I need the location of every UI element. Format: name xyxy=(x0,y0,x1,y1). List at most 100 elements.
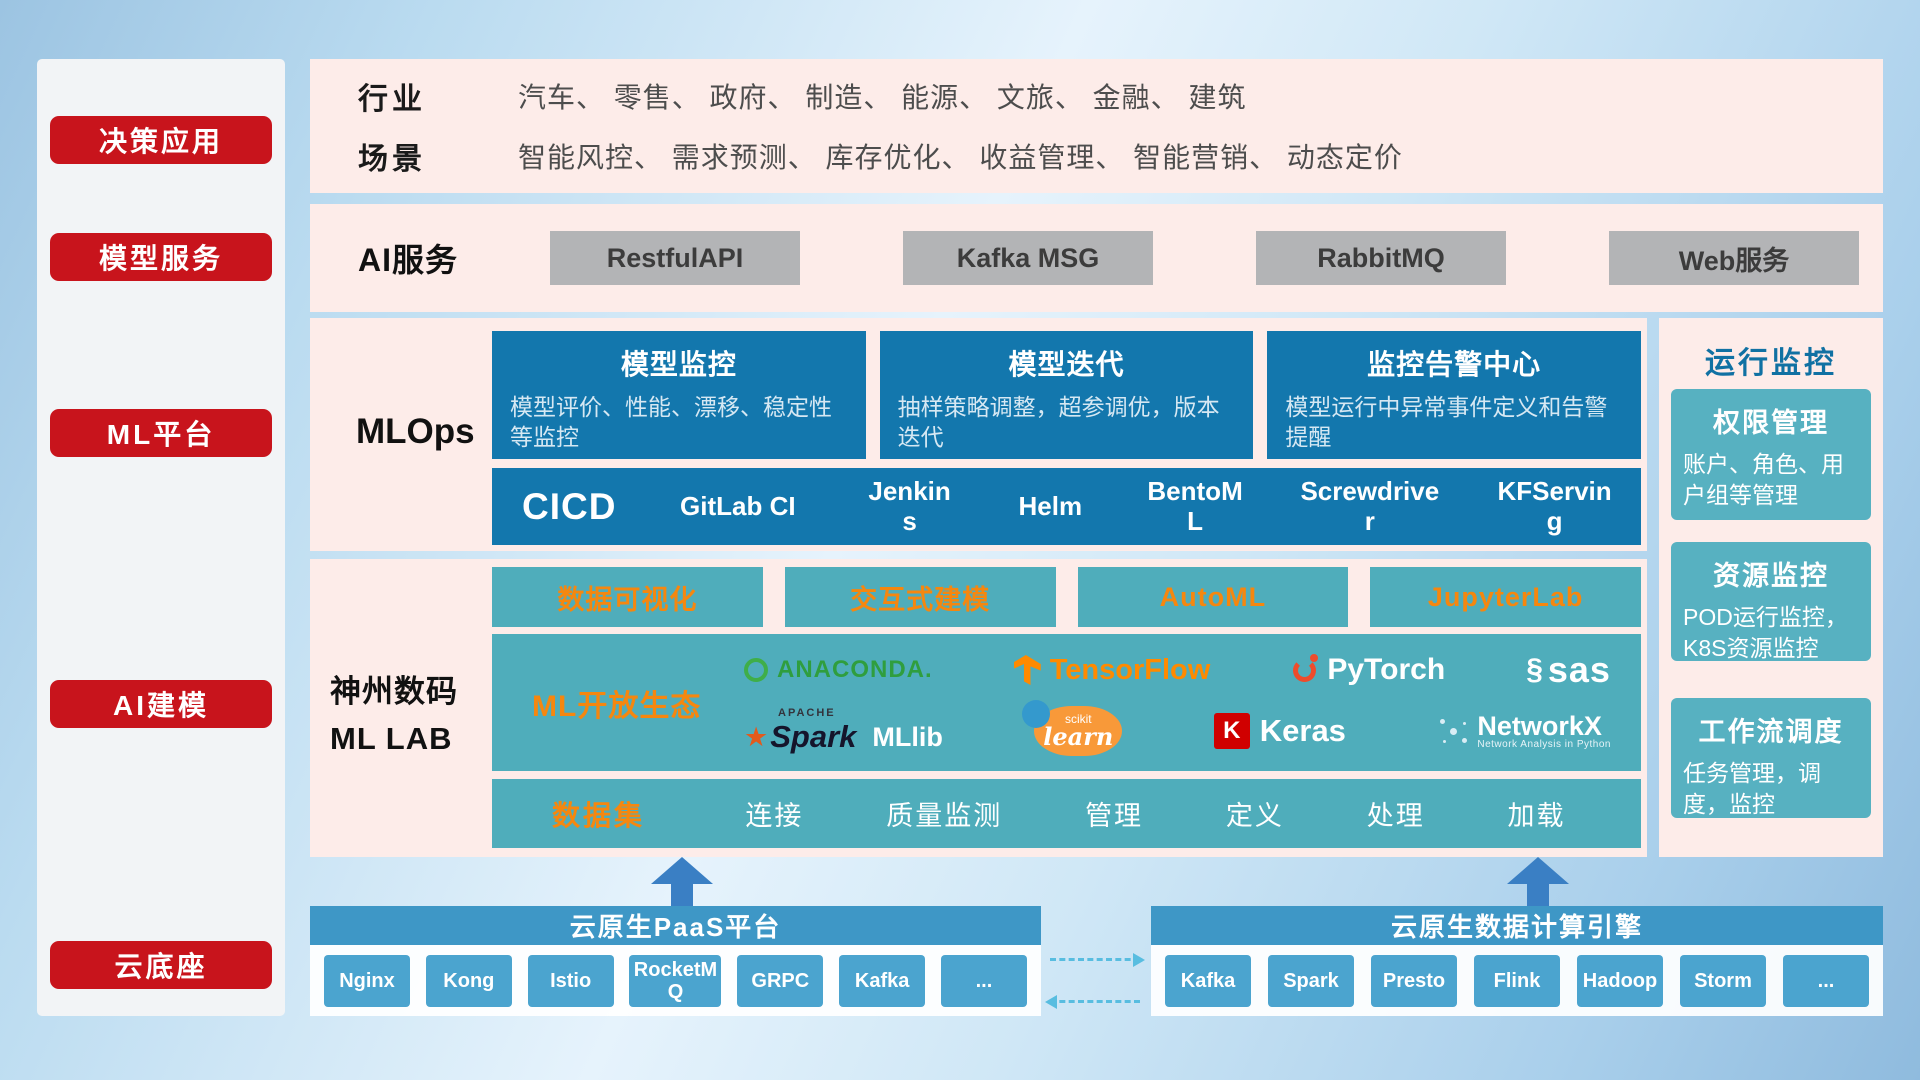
sidebar-item-ml-platform: ML平台 xyxy=(50,409,272,457)
tensorflow-icon xyxy=(1013,655,1041,685)
mllab-panel: 神州数码 ML LAB 数据可视化 交互式建模 AutoML JupyterLa… xyxy=(310,559,1647,857)
sas-swirl-icon xyxy=(1526,653,1548,687)
feature-jupyterlab: JupyterLab xyxy=(1370,567,1641,627)
data-engine-chips: Kafka Spark Presto Flink Hadoop Storm ..… xyxy=(1151,945,1883,1016)
data-engine-group: 云原生数据计算引擎 Kafka Spark Presto Flink Hadoo… xyxy=(1151,906,1883,1016)
paas-platform-group: 云原生PaaS平台 Nginx Kong Istio RocketMQ GRPC… xyxy=(310,906,1041,1016)
cicd-gitlab-ci: GitLab CI xyxy=(680,490,796,521)
sidebar-item-model-service: 模型服务 xyxy=(50,233,272,281)
cicd-screwdriver: Screwdriver xyxy=(1300,476,1440,536)
scenario-line: 场景 智能风控、 需求预测、 库存优化、 收益管理、 智能营销、 动态定价 xyxy=(358,134,1883,178)
feature-automl: AutoML xyxy=(1077,567,1349,627)
card-alert-center: 监控告警中心 模型运行中异常事件定义和告警提醒 xyxy=(1267,331,1642,459)
ml-ecosystem-label: ML开放生态 xyxy=(532,689,702,723)
networkx-logo: NetworkX Network Analysis in Python xyxy=(1437,711,1611,751)
data-engine-title: 云原生数据计算引擎 xyxy=(1151,906,1883,945)
logo-row-1: ANACONDA. TensorFlow PyTorch sas xyxy=(744,649,1611,691)
chip-more: ... xyxy=(1783,954,1869,1007)
card-workflow-scheduling: 工作流调度 任务管理，调度，监控 xyxy=(1671,698,1871,818)
industry-label: 行业 xyxy=(358,83,426,116)
anaconda-ring-icon xyxy=(744,658,768,682)
feature-interactive-modeling: 交互式建模 xyxy=(784,567,1056,627)
sidebar-item-ai-modeling: AI建模 xyxy=(50,680,272,728)
anaconda-logo: ANACONDA. xyxy=(744,656,933,684)
cicd-jenkins: Jenkins xyxy=(868,476,951,536)
cicd-label: CICD xyxy=(522,485,617,527)
ai-service-chips: RestfulAPI Kafka MSG RabbitMQ Web服务 xyxy=(508,231,1883,285)
cicd-items: GitLab CI Jenkins Helm BentoML Screwdriv… xyxy=(638,477,1641,535)
card-permission-management: 权限管理 账户、角色、用户组等管理 xyxy=(1671,389,1871,520)
ml-ecosystem-box: ML开放生态 ANACONDA. TensorFlow PyTorch xyxy=(492,634,1641,771)
dataset-load: 加载 xyxy=(1507,801,1566,831)
chip-rabbitmq: RabbitMQ xyxy=(1256,231,1506,285)
keras-k-icon: K xyxy=(1213,713,1250,749)
dataset-process: 处理 xyxy=(1366,801,1425,831)
card-title: 模型监控 xyxy=(620,349,737,380)
logo-row-2: APACHE Spark MLlib scikit learn xyxy=(744,700,1611,756)
chip-flink: Flink xyxy=(1474,954,1560,1007)
feature-data-visualization: 数据可视化 xyxy=(492,567,763,627)
chip-more: ... xyxy=(940,954,1027,1007)
industry-line: 行业 汽车、 零售、 政府、 制造、 能源、 文旅、 金融、 建筑 xyxy=(358,74,1883,118)
chip-nginx: Nginx xyxy=(324,954,410,1007)
paas-platform-chips: Nginx Kong Istio RocketMQ GRPC Kafka ... xyxy=(310,945,1041,1016)
chip-restfulapi: RestfulAPI xyxy=(550,231,800,285)
sidebar-item-decision-app: 决策应用 xyxy=(50,116,272,164)
chip-kong: Kong xyxy=(425,954,512,1007)
chip-storm: Storm xyxy=(1680,954,1766,1007)
dataset-quality: 质量监测 xyxy=(886,801,1003,831)
mllab-title-line2: ML LAB xyxy=(330,720,453,756)
dataset-label: 数据集 xyxy=(552,799,646,831)
card-title: 模型迭代 xyxy=(1008,349,1125,380)
scikit-learn-blob-icon: scikit learn xyxy=(1022,700,1123,756)
dataset-manage: 管理 xyxy=(1085,801,1144,831)
card-title: 权限管理 xyxy=(1713,408,1829,438)
card-model-iteration: 模型迭代 抽样策略调整，超参调优，版本迭代 xyxy=(879,331,1254,459)
mllab-title-line1: 神州数码 xyxy=(330,674,458,709)
chip-istio: Istio xyxy=(527,954,614,1007)
mllab-title: 神州数码 ML LAB xyxy=(330,669,458,762)
scenario-label: 场景 xyxy=(358,143,426,176)
chip-web-service: Web服务 xyxy=(1609,231,1859,285)
networkx-graph-icon xyxy=(1437,715,1469,747)
mlops-label: MLOps xyxy=(356,412,475,451)
card-title: 监控告警中心 xyxy=(1367,349,1542,380)
card-title: 资源监控 xyxy=(1713,561,1829,591)
pytorch-flame-icon xyxy=(1291,653,1319,684)
cicd-helm: Helm xyxy=(1018,490,1083,521)
paas-platform-title: 云原生PaaS平台 xyxy=(310,906,1041,945)
card-desc: 抽样策略调整，超参调优，版本迭代 xyxy=(897,394,1220,451)
card-desc: 模型评价、性能、漂移、稳定性等监控 xyxy=(510,394,832,451)
runtime-monitor-panel: 运行监控 权限管理 账户、角色、用户组等管理 资源监控 POD运行监控，K8S资… xyxy=(1659,318,1883,857)
runtime-monitor-title: 运行监控 xyxy=(1705,347,1837,380)
industry-value: 汽车、 零售、 政府、 制造、 能源、 文旅、 金融、 建筑 xyxy=(518,82,1247,113)
card-model-monitoring: 模型监控 模型评价、性能、漂移、稳定性等监控 xyxy=(492,331,866,459)
up-arrow-icon xyxy=(1507,857,1569,906)
ml-ecosystem-logos: ANACONDA. TensorFlow PyTorch sas xyxy=(744,634,1641,771)
dataset-connect: 连接 xyxy=(745,801,804,831)
card-desc: 模型运行中异常事件定义和告警提醒 xyxy=(1285,394,1608,451)
dashed-arrow-left-icon xyxy=(1045,995,1140,1009)
industry-scenario-panel: 行业 汽车、 零售、 政府、 制造、 能源、 文旅、 金融、 建筑 场景 智能风… xyxy=(310,59,1883,193)
spark-star-icon xyxy=(744,722,770,753)
scikit-learn-logo: scikit learn xyxy=(1022,700,1123,756)
dashed-arrow-right-icon xyxy=(1050,953,1145,967)
ai-service-label: AI服务 xyxy=(358,242,459,278)
scenario-value: 智能风控、 需求预测、 库存优化、 收益管理、 智能营销、 动态定价 xyxy=(518,142,1403,173)
chip-kafka: Kafka xyxy=(1165,954,1251,1007)
keras-logo: K Keras xyxy=(1213,713,1346,749)
card-resource-monitoring: 资源监控 POD运行监控，K8S资源监控 xyxy=(1671,542,1871,661)
card-desc: 任务管理，调度，监控 xyxy=(1683,760,1821,818)
cicd-kfserving: KFServing xyxy=(1497,476,1612,536)
dataset-bar: 数据集 连接 质量监测 管理 定义 处理 加载 xyxy=(492,779,1641,848)
cicd-bentoml: BentoML xyxy=(1147,476,1243,536)
chip-spark: Spark xyxy=(1268,954,1354,1007)
mlops-panel: MLOps 模型监控 模型评价、性能、漂移、稳定性等监控 模型迭代 抽样策略调整… xyxy=(310,318,1647,551)
card-title: 工作流调度 xyxy=(1698,717,1844,747)
sas-logo: sas xyxy=(1526,649,1611,691)
chip-grpc: GRPC xyxy=(737,954,824,1007)
cicd-bar: CICD GitLab CI Jenkins Helm BentoML Scre… xyxy=(492,468,1641,545)
card-desc: POD运行监控，K8S资源监控 xyxy=(1683,604,1848,662)
sidebar-item-cloud-base: 云底座 xyxy=(50,941,272,989)
